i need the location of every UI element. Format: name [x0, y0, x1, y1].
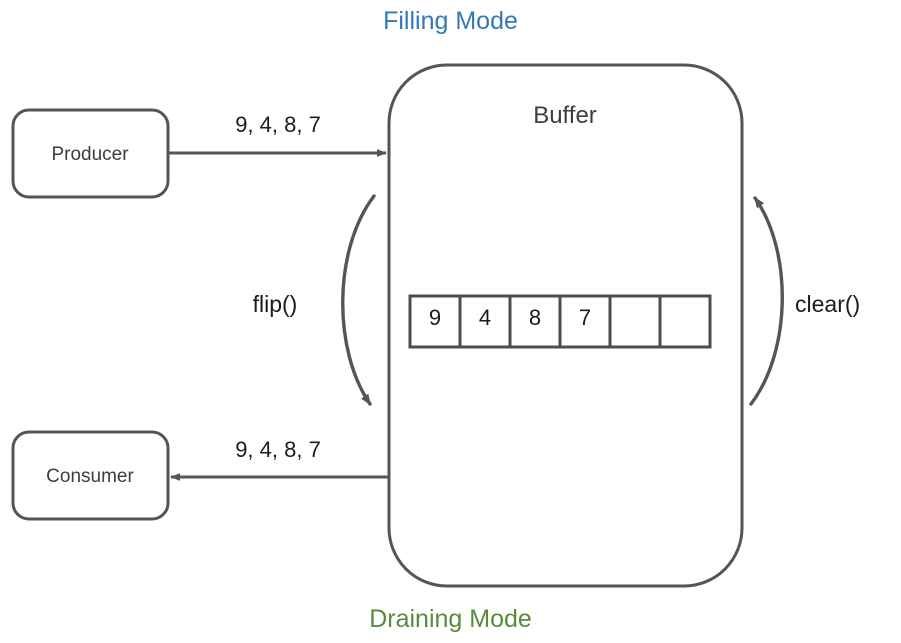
consumer-box: [11, 430, 170, 521]
buffer-cell: [558, 294, 612, 349]
producer-label: Producer: [51, 144, 129, 165]
buffer-to-consumer-label: 9, 4, 8, 7: [235, 437, 321, 462]
clear-label: clear(): [795, 291, 861, 317]
flip-curved-arrow: [341, 194, 376, 406]
buffer-title: Buffer: [533, 102, 597, 129]
buffer-cell-grid: [408, 294, 712, 349]
flip-label: flip(): [252, 291, 298, 317]
buffer-cell-value: 8: [528, 305, 542, 330]
producer-to-buffer-label: 9, 4, 8, 7: [235, 112, 321, 137]
consumer-label: Consumer: [46, 466, 134, 487]
filling-mode-label: Filling Mode: [383, 7, 518, 35]
buffer-cell-value: 4: [478, 305, 492, 330]
buffer-cell-value: 9: [428, 305, 442, 330]
buffer-cell-value: 7: [578, 305, 592, 330]
clear-curved-arrow: [749, 196, 784, 406]
buffer-cell: [658, 294, 712, 349]
buffer-cell: [608, 294, 662, 349]
buffer-cell: [458, 294, 512, 349]
draining-mode-label: Draining Mode: [369, 605, 532, 633]
